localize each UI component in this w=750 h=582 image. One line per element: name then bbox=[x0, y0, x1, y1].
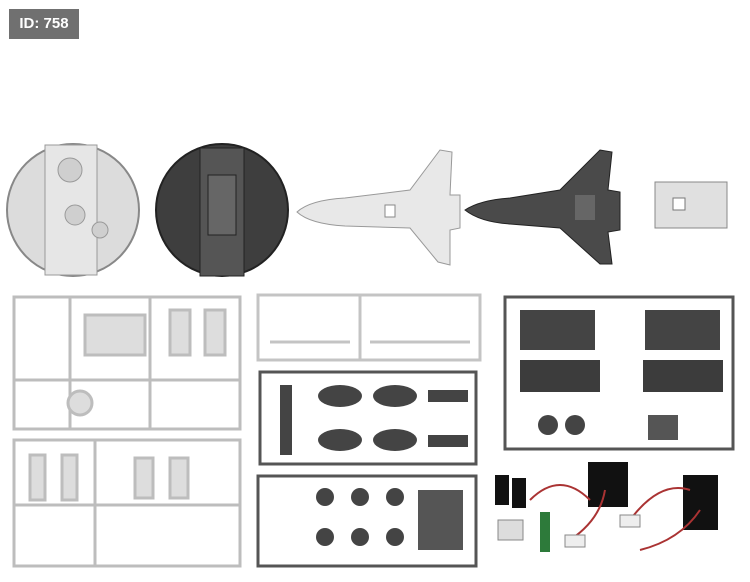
image-id-badge: ID: 758 bbox=[9, 9, 79, 39]
white-shuttle-top bbox=[296, 149, 461, 266]
dark-sprue-wheels bbox=[256, 474, 478, 568]
dark-sprue-solar bbox=[503, 295, 735, 451]
dark-sprue-engines bbox=[258, 370, 478, 466]
small-plate bbox=[654, 181, 728, 229]
light-sprue-2 bbox=[12, 438, 242, 568]
dark-round-base bbox=[155, 143, 289, 277]
light-sprue-3 bbox=[256, 293, 482, 362]
light-round-base bbox=[6, 143, 140, 277]
light-sprue-1 bbox=[12, 295, 242, 431]
motor-and-wires bbox=[495, 462, 718, 552]
dark-shuttle-bottom bbox=[464, 149, 621, 265]
